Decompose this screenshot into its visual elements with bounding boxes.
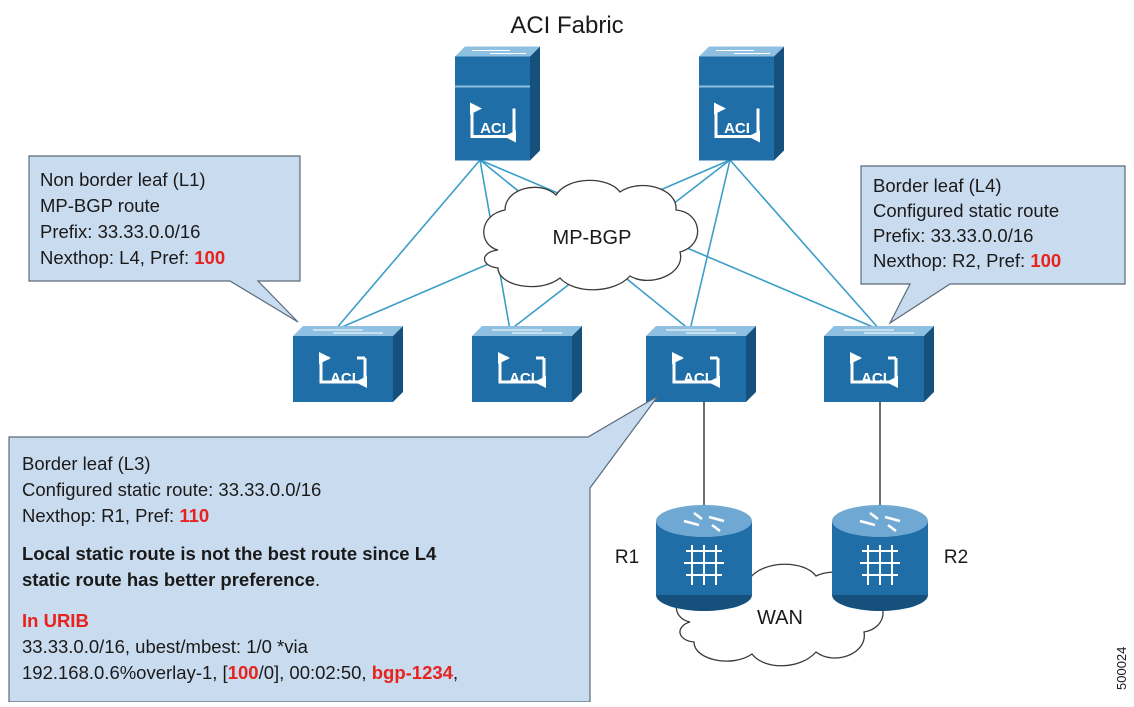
callout-l3-urib-line2: 192.168.0.6%overlay-1, [100/0], 00:02:50…: [22, 662, 458, 683]
callout-l3-nexthop: Nexthop: R1, Pref:: [22, 505, 179, 526]
callout-l3: Border leaf (L3) Configured static route…: [8, 395, 659, 703]
callout-l1: Non border leaf (L1) MP-BGP route Prefix…: [28, 155, 301, 323]
leaf-switch-l4: ACI: [822, 324, 934, 404]
router-r1: [654, 503, 754, 613]
callout-l1-line2: MP-BGP route: [40, 195, 160, 216]
spine-switch-1: ACI: [453, 44, 540, 163]
callout-l4-line4: Nexthop: R2, Pref: 100: [873, 250, 1061, 271]
urib-line2-c: /0], 00:02:50,: [259, 662, 372, 683]
callout-l1-line4: Nexthop: L4, Pref: 100: [40, 247, 225, 268]
callout-l3-line2: Configured static route: 33.33.0.0/16: [22, 479, 321, 500]
figure-id: 500024: [1114, 647, 1129, 690]
callout-l3-line3: Nexthop: R1, Pref: 110: [22, 505, 209, 526]
diagram-title: ACI Fabric: [510, 12, 623, 39]
urib-line2-e: ,: [453, 662, 458, 683]
leaf-switch-l1-label: ACI: [330, 370, 356, 387]
leaf-switch-l1: ACI: [291, 324, 403, 404]
callout-l4-line3: Prefix: 33.33.0.0/16: [873, 225, 1033, 246]
leaf-switch-l4-label: ACI: [861, 370, 887, 387]
callout-l3-urib-line1: 33.33.0.0/16, ubest/mbest: 1/0 *via: [22, 636, 309, 657]
leaf-switch-l3: ACI: [644, 324, 756, 404]
mp-bgp-cloud: MP-BGP: [483, 179, 699, 291]
callout-l4-nexthop: Nexthop: R2, Pref:: [873, 250, 1030, 271]
callout-l4: Border leaf (L4) Configured static route…: [860, 165, 1126, 325]
router-r2: [830, 503, 930, 613]
callout-l3-pref: 110: [179, 505, 209, 526]
router-r2-label: R2: [944, 547, 968, 568]
callout-l3-urib-heading: In URIB: [22, 610, 89, 631]
callout-l3-bold2-period: .: [315, 569, 320, 590]
router-uplinks: [703, 400, 881, 510]
urib-line2-bgp: bgp-1234: [372, 662, 454, 683]
callout-l4-line2: Configured static route: [873, 200, 1059, 221]
callout-l1-pref: 100: [194, 247, 225, 268]
spine-switch-1-label: ACI: [480, 120, 506, 137]
mp-bgp-label: MP-BGP: [553, 227, 632, 249]
callout-l1-line3: Prefix: 33.33.0.0/16: [40, 221, 200, 242]
leaf-switch-l3-label: ACI: [683, 370, 709, 387]
callout-l3-line1: Border leaf (L3): [22, 453, 151, 474]
leaf-switch-l2-label: ACI: [509, 370, 535, 387]
callout-l4-pref: 100: [1030, 250, 1061, 271]
callout-l4-line1: Border leaf (L4): [873, 175, 1002, 196]
urib-line2-a: 192.168.0.6%overlay-1, [: [22, 662, 228, 683]
leaf-switch-l2: ACI: [470, 324, 582, 404]
router-r1-label: R1: [615, 547, 639, 568]
callout-l1-line1: Non border leaf (L1): [40, 169, 206, 190]
callout-l1-nexthop: Nexthop: L4, Pref:: [40, 247, 194, 268]
spine-switch-2: ACI: [697, 44, 784, 163]
callout-l3-bold1: Local static route is not the best route…: [22, 543, 437, 564]
callout-l3-bold2-strong: static route has better preference: [22, 569, 315, 590]
spine-switch-2-label: ACI: [724, 120, 750, 137]
callout-l3-bold2: static route has better preference.: [22, 569, 320, 590]
urib-line2-pref: 100: [228, 662, 259, 683]
wan-label: WAN: [757, 607, 803, 629]
